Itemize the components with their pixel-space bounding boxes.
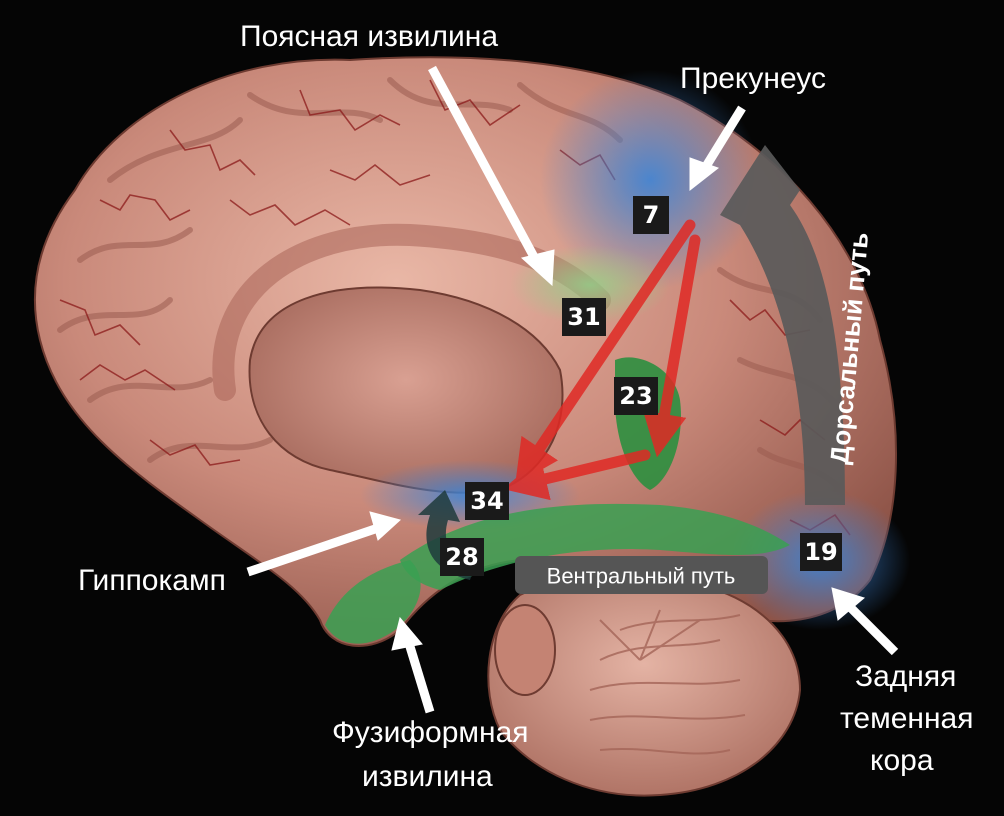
dorsal-pathway-arrow [720, 145, 845, 505]
area-34-box [465, 482, 509, 520]
area-19-box [800, 533, 842, 571]
area-34-label: 34 [470, 487, 503, 515]
arrow-7-to-23 [642, 234, 701, 458]
posterior-pointer [844, 601, 899, 656]
posterior-label-line2: теменная [840, 702, 973, 735]
area-23-box [614, 377, 658, 415]
hippocampus-label: Гиппокамп [78, 564, 226, 597]
arrow-23-to-34 [502, 449, 651, 501]
cingulate-gyrus-label: Поясная извилина [240, 20, 498, 53]
parahippocampal-green-band [400, 503, 790, 590]
precuneus-label: Прекунеус [680, 62, 826, 95]
area-31-label: 31 [567, 303, 600, 331]
cerebellum-folia [589, 609, 746, 755]
ventral-pathway-label: Вентральный путь [547, 564, 736, 589]
fusiform-label-line2: извилина [362, 760, 493, 793]
precuneus-region [540, 70, 760, 290]
area-7-box [633, 196, 669, 234]
fusiform-green-band [325, 560, 421, 644]
fusiform-pointer [403, 638, 435, 714]
connection-arrows [502, 219, 701, 501]
posterior-label-line3: кора [870, 744, 934, 777]
brainstem-stump [494, 604, 556, 696]
area-23-label: 23 [619, 382, 652, 410]
posterior-label-line1: Задняя [855, 660, 956, 693]
arrow-7-to-34 [515, 219, 696, 485]
area-labels: 7 31 23 34 28 19 [440, 196, 842, 576]
area-28-box [440, 538, 484, 576]
ventral-pathway-box [515, 556, 768, 594]
area-19-label: 19 [804, 538, 837, 566]
area-7-label: 7 [643, 201, 660, 229]
cingulate-pointer [428, 65, 544, 271]
fusiform-label-line1: Фузиформная [332, 716, 529, 749]
area-31-box [562, 298, 606, 336]
pointer-arrows [246, 65, 899, 714]
area-28-label: 28 [445, 543, 478, 571]
hippocampus-curved-arrow [418, 490, 475, 580]
precuneus-pointer [701, 105, 746, 171]
hippocampus-pointer [246, 523, 380, 577]
